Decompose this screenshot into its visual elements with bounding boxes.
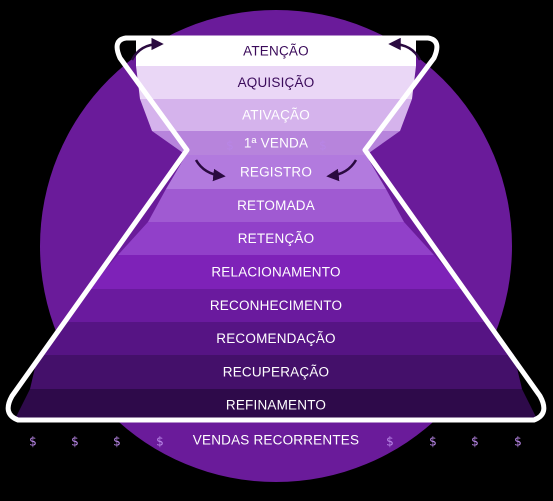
stage-label: RETENÇÃO [238,231,315,246]
stage-label: 1ª VENDA [244,136,308,151]
stage-label: RETOMADA [237,198,315,213]
stage-band [148,189,404,222]
dollar-sign: $ [156,435,164,449]
stage-label: REGISTRO [240,165,312,180]
stage-band [30,355,522,389]
stage-band [118,222,434,255]
footer-label: VENDAS RECORRENTES [193,433,359,448]
stage-band [64,289,488,322]
dollar-sign: $ [386,435,394,449]
stage-label: ATENÇÃO [243,44,309,59]
stage-band [136,66,416,99]
stage-label: AQUISIÇÃO [238,75,315,90]
stage-band [152,131,400,155]
stage-label: RECONHECIMENTO [210,298,342,313]
funnel-stages: ATENÇÃO AQUISIÇÃO ATIVAÇÃO 1ª VENDA REGISTRO… [14,36,538,421]
dollar-sign: $ [471,435,479,449]
hourglass-outline [5,35,547,423]
right-mid-return-arrow [326,159,358,182]
stage-label: RELACIONAMENTO [211,265,340,280]
stage-label: RECOMENDAÇÃO [216,331,335,346]
stage-band [38,322,514,355]
stage-band [14,389,538,421]
left-top-return-arrow [130,37,164,61]
dollar-sign: $ [319,139,327,153]
dollar-sign: $ [429,435,437,449]
left-mid-return-arrow [194,159,226,182]
dollar-sign: $ [226,139,234,153]
dollar-sign: $ [514,435,522,449]
stage-label: REFINAMENTO [226,398,326,413]
stage-band [140,99,412,131]
stage-label: ATIVAÇÃO [242,108,310,123]
dollar-sign: $ [113,435,121,449]
stage-band [88,255,464,289]
dollar-sign: $ [29,435,37,449]
right-top-return-arrow [388,37,422,61]
stage-label: RECUPERAÇÃO [223,365,329,380]
dollar-sign: $ [71,435,79,449]
stage-band [136,36,416,66]
